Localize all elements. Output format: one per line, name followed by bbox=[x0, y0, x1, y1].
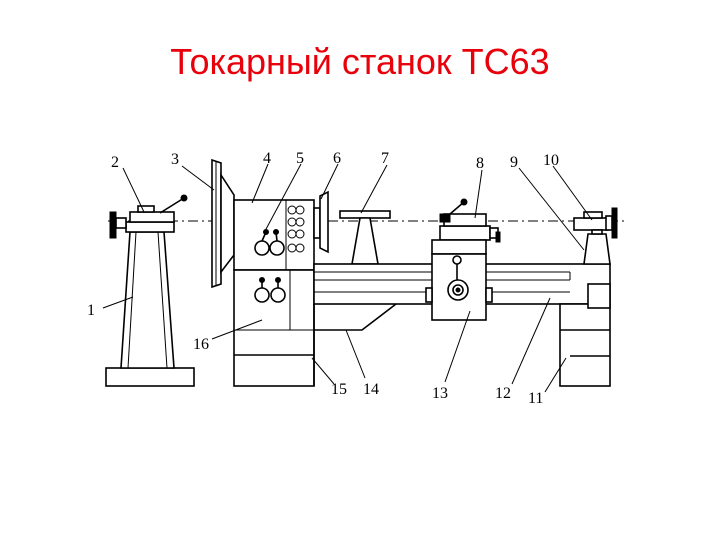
part-labels: 1 2 3 4 5 6 7 8 9 10 11 12 13 14 15 16 bbox=[87, 150, 559, 407]
label-14: 14 bbox=[363, 381, 379, 398]
right-pedestal bbox=[559, 283, 611, 387]
stand-assembly bbox=[105, 194, 195, 387]
headstock bbox=[233, 199, 315, 387]
label-2: 2 bbox=[111, 154, 119, 171]
label-11: 11 bbox=[528, 390, 543, 407]
label-10: 10 bbox=[543, 152, 559, 169]
label-8: 8 bbox=[476, 155, 484, 172]
label-15: 15 bbox=[331, 381, 347, 398]
label-9: 9 bbox=[510, 154, 518, 171]
label-6: 6 bbox=[333, 150, 341, 167]
label-13: 13 bbox=[432, 385, 448, 402]
label-1: 1 bbox=[87, 302, 95, 319]
slide-title: Токарный станок ТС63 bbox=[170, 41, 550, 82]
label-12: 12 bbox=[495, 385, 511, 402]
label-4: 4 bbox=[263, 150, 271, 167]
face-plate bbox=[211, 158, 235, 289]
label-3: 3 bbox=[171, 151, 179, 168]
label-5: 5 bbox=[296, 150, 304, 167]
carriage bbox=[425, 198, 501, 321]
label-16: 16 bbox=[193, 336, 209, 353]
tailstock bbox=[573, 207, 618, 265]
label-7: 7 bbox=[381, 150, 389, 167]
leader-lines bbox=[102, 163, 593, 393]
tool-rest bbox=[339, 210, 391, 265]
chuck bbox=[313, 190, 329, 254]
